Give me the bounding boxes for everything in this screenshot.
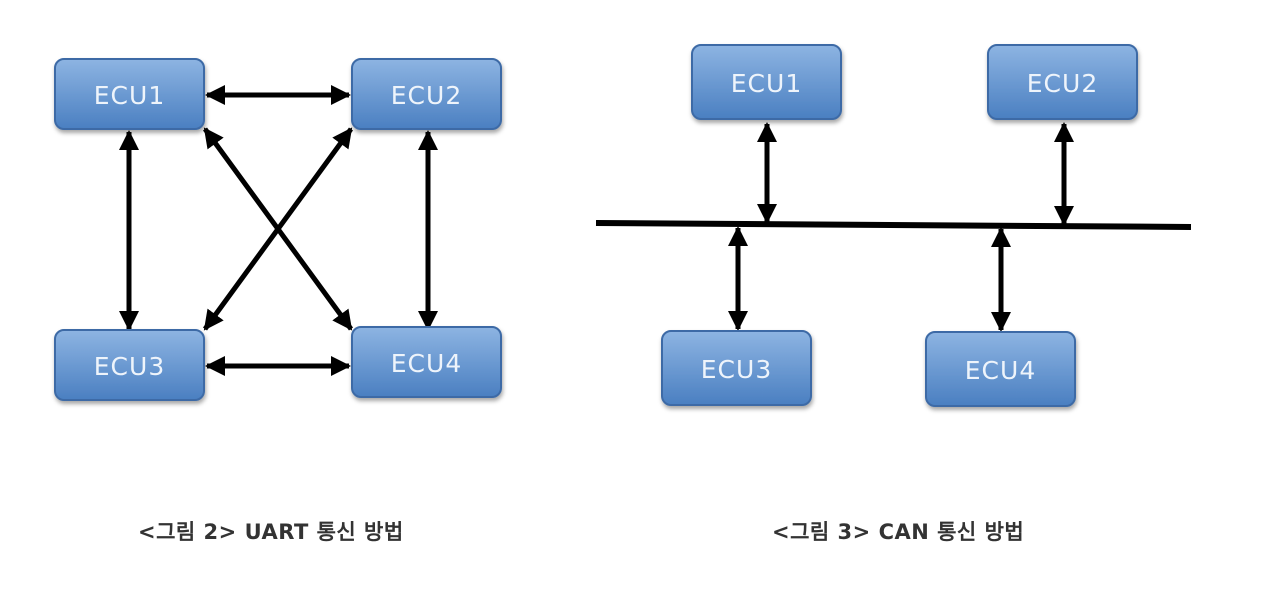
uart-link-ecu2-ecu3 xyxy=(202,127,354,331)
can-bus-line xyxy=(595,220,1192,230)
can-node-ecu2-label: ECU2 xyxy=(1027,69,1098,98)
can-diagram: ECU1 ECU2 ECU3 ECU4 xyxy=(595,44,1192,407)
can-node-ecu3-label: ECU3 xyxy=(701,355,772,384)
can-node-ecu3: ECU3 xyxy=(661,330,812,406)
uart-node-ecu1-label: ECU1 xyxy=(94,81,165,110)
uart-node-ecu1: ECU1 xyxy=(54,58,205,130)
uart-node-ecu2-label: ECU2 xyxy=(391,81,462,110)
uart-node-ecu3-label: ECU3 xyxy=(94,352,165,381)
uart-figure-caption: <그림 2> UART 통신 방법 xyxy=(138,520,404,544)
can-node-ecu4: ECU4 xyxy=(925,331,1076,407)
can-figure-caption: <그림 3> CAN 통신 방법 xyxy=(772,520,1025,544)
uart-node-ecu4: ECU4 xyxy=(351,326,502,398)
uart-node-ecu2: ECU2 xyxy=(351,58,502,130)
can-links xyxy=(728,122,1074,332)
uart-node-ecu3: ECU3 xyxy=(54,329,205,401)
can-node-ecu1-label: ECU1 xyxy=(731,69,802,98)
uart-node-ecu4-label: ECU4 xyxy=(391,349,462,378)
can-node-ecu2: ECU2 xyxy=(987,44,1138,120)
can-node-ecu4-label: ECU4 xyxy=(965,356,1036,385)
uart-diagram: ECU1 ECU2 ECU3 ECU4 xyxy=(54,58,502,401)
can-node-ecu1: ECU1 xyxy=(691,44,842,120)
uart-links xyxy=(119,85,438,376)
